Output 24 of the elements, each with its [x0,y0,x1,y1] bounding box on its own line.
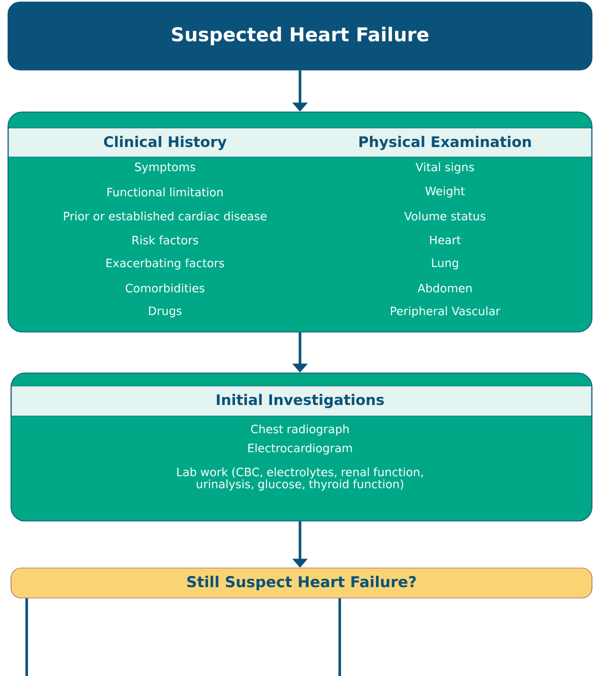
connector-line [338,598,341,676]
list-item: Peripheral Vascular [390,306,500,318]
list-item: Lung [432,258,458,270]
list-item: Symptoms [135,162,196,174]
column-heading: Initial Investigations [216,394,384,408]
column-heading: Physical Examination [359,136,531,150]
list-item: Vital signs [416,162,474,174]
list-item: Electrocardiogram [248,443,352,455]
connector-line [25,598,28,676]
list-item: Functional limitation [108,188,223,196]
list-item: Chest radiograph [251,424,349,436]
list-item: Drugs [149,306,182,318]
list-item: Weight [425,186,465,198]
column-heading: Clinical History [104,136,226,150]
list-item: Abdomen [418,284,472,292]
list-item: Lab work (CBC, electrolytes, renal function, urinalysis, glucose, thyroid function) [177,467,423,491]
list-item: Comorbidities [126,284,204,292]
title-box: Suspected Heart Failure [8,2,592,70]
list-item: Risk factors [132,236,198,244]
list-item: Prior or established cardiac disease [64,212,267,220]
list-item: Exacerbating factors [106,258,224,270]
question-box: Still Suspect Heart Failure? [10,568,592,598]
list-item: Heart [430,236,461,244]
list-item: Volume status [404,212,486,220]
